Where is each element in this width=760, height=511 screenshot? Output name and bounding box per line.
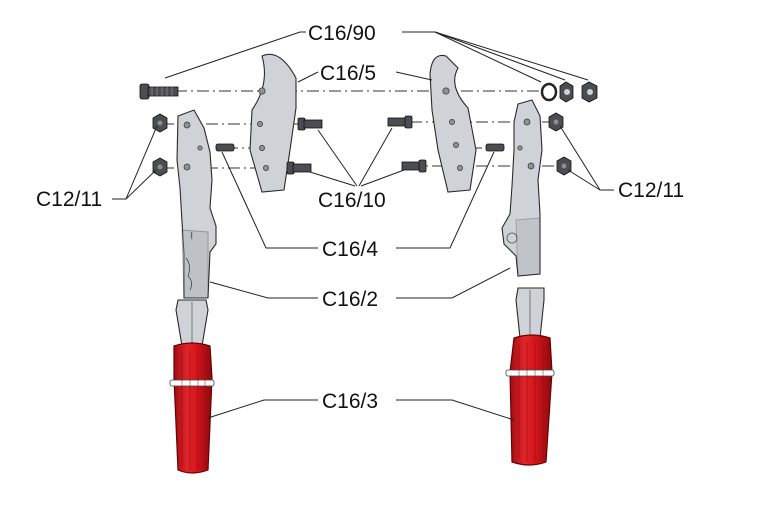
pivot-bolt-shaft (147, 86, 179, 97)
left-screw-upper-shaft (303, 119, 323, 129)
right-nuts (548, 112, 572, 176)
label-c12-11-right: C12/11 (618, 179, 684, 202)
leader-c16-3-right (396, 399, 515, 421)
left-blade-hole-c (263, 165, 269, 171)
leader-c16-4-right (396, 151, 495, 249)
right-arm-brand-mark (506, 232, 518, 244)
pivot-washer (540, 82, 558, 102)
pivot-washers-nuts (540, 81, 598, 103)
label-c16-5: C16/5 (320, 62, 376, 85)
left-blade-hole-a (257, 121, 263, 127)
left-grip (173, 342, 213, 474)
label-c16-4: C16/4 (322, 238, 378, 261)
leader-c16-10-upper-left (317, 129, 358, 187)
left-arm-engraving: ▪▪▪▪ (188, 232, 194, 239)
label-c16-2: C16/2 (322, 288, 378, 311)
leader-c16-5-right (395, 71, 433, 81)
pivot-bolt (139, 83, 179, 100)
leader-c16-2-left (209, 281, 318, 299)
right-arm-hole-pin (517, 145, 523, 151)
left-pin (215, 143, 235, 152)
leader-c16-10-upper-right (358, 127, 393, 187)
right-screws (387, 115, 427, 173)
pivot-bolt-thread (151, 87, 173, 96)
right-arm-hole-bottom (527, 162, 535, 170)
leader-c12-11-left-lower (125, 169, 157, 200)
leader-c16-10-lower-right (360, 169, 405, 187)
leader-c12-11-right-upper (559, 125, 614, 191)
leader-c16-10-lower-left (309, 171, 356, 187)
left-blade-body (249, 53, 297, 193)
left-blade-hole-b (259, 145, 265, 151)
leader-c16-4-left (221, 151, 318, 249)
left-blade (249, 53, 297, 193)
assembly-axes (162, 90, 566, 169)
right-arm-shade (515, 217, 541, 277)
leader-c12-11-left-upper (112, 125, 158, 200)
label-c16-3: C16/3 (322, 390, 378, 413)
right-handle-arm (501, 99, 543, 277)
left-arm-hole-pin (197, 145, 203, 151)
right-grip (509, 334, 553, 466)
leader-c12-11-right-lower (567, 169, 601, 191)
left-arm-body (176, 109, 217, 299)
right-blade-hole-a (449, 119, 455, 125)
right-grip-ridges (518, 342, 544, 462)
right-blade (429, 54, 477, 193)
left-grip-band (169, 379, 215, 387)
label-c12-11-left: C12/11 (36, 188, 102, 211)
left-nut-upper-hole (157, 120, 163, 126)
right-nut-lower-hole (561, 163, 567, 169)
right-nut-upper-hole (553, 119, 559, 125)
right-grip-assembly (505, 287, 555, 466)
leader-c16-3-left (207, 399, 318, 419)
part-labels: C16/90 C16/5 C12/11 C12/11 C16/10 C16/4 … (36, 22, 684, 413)
right-arm-body (501, 99, 543, 277)
label-c16-90: C16/90 (308, 22, 376, 45)
leader-c16-90-left (164, 31, 306, 79)
leader-c16-90-nut2 (434, 31, 589, 81)
left-arm-hole-top (183, 121, 191, 129)
right-screw-upper-head (404, 115, 413, 129)
right-blade-hole-c (457, 165, 463, 171)
right-pin (485, 143, 505, 152)
left-grip-ridges (181, 350, 206, 470)
leader-c16-90-nut1 (434, 31, 566, 81)
right-blade-pivot-hole (442, 87, 450, 95)
right-arm-hole-top (523, 118, 531, 126)
left-screws (286, 117, 323, 175)
right-grip-band (505, 369, 555, 377)
leader-c16-5-left (297, 71, 319, 83)
pins (215, 143, 505, 152)
left-arm-hole-bottom (183, 163, 191, 171)
left-blade-pivot-hole (258, 87, 266, 95)
pivot-nut-1-hole (564, 89, 570, 95)
left-grip-assembly (169, 299, 215, 474)
right-screw-lower-shaft (401, 161, 421, 171)
left-screw-lower-shaft (292, 163, 312, 173)
leader-lines (112, 31, 614, 421)
pivot-nut-2-hole (587, 89, 593, 95)
right-screw-upper-shaft (387, 117, 407, 127)
left-nut-lower-hole (157, 164, 163, 170)
left-arm-shade (181, 229, 209, 299)
left-nuts (152, 113, 168, 177)
label-c16-10: C16/10 (318, 189, 386, 212)
left-handle-arm: ▪▪▪▪ (176, 109, 217, 299)
right-blade-hole-b (453, 142, 459, 148)
right-screw-lower-head (418, 159, 427, 173)
leader-c16-2-right (396, 267, 511, 299)
left-arm-logo-figure (185, 257, 192, 291)
leader-c16-90-washer (402, 31, 542, 83)
